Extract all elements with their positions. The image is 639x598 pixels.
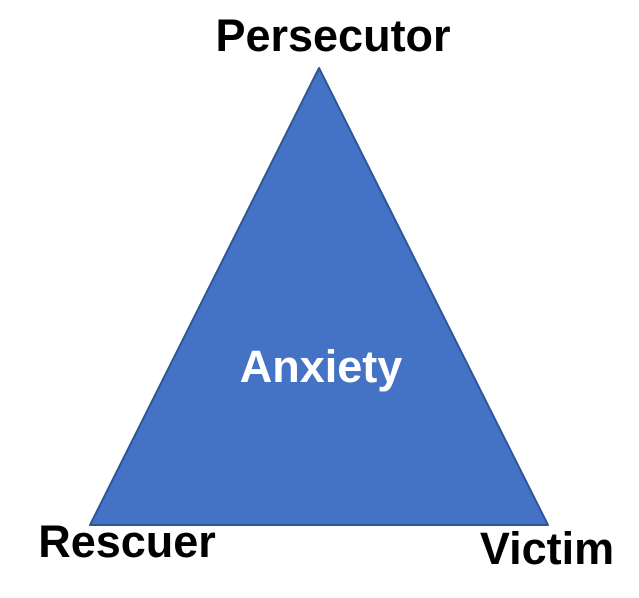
label-persecutor: Persecutor [215, 10, 451, 61]
label-anxiety: Anxiety [239, 341, 403, 392]
label-victim: Victim [479, 523, 615, 574]
triangle-shape [89, 67, 549, 526]
label-rescuer: Rescuer [38, 516, 216, 567]
